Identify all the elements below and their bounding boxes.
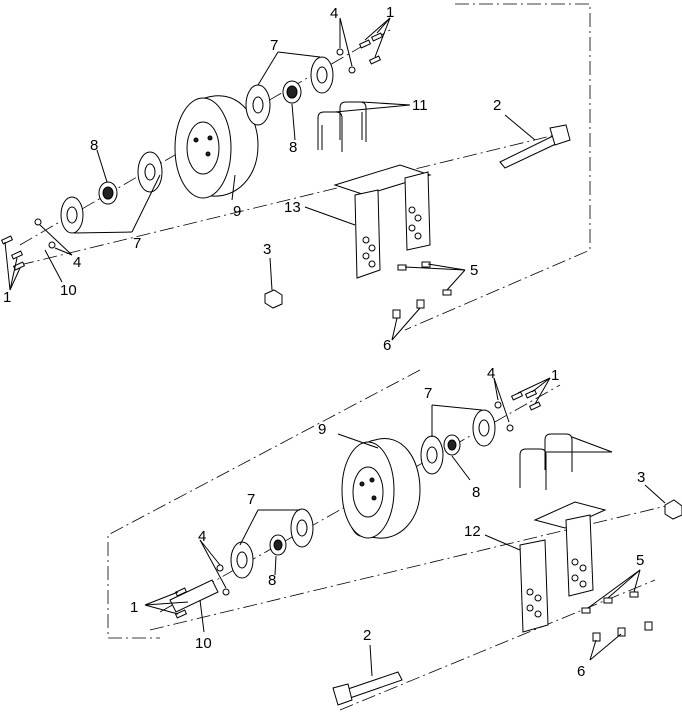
bottom-callout-7-right: 7	[424, 385, 432, 402]
top-callout-13: 13	[284, 199, 301, 216]
top-flange-left-inner	[137, 151, 163, 193]
bottom-callout-8-left: 8	[268, 572, 276, 589]
bottom-callout-5: 5	[636, 552, 644, 569]
bottom-flange-left-inner	[290, 508, 314, 548]
bottom-leader-lines	[144, 377, 666, 677]
bottom-fork-bracket	[519, 501, 607, 633]
top-bracket-fasteners	[392, 261, 452, 319]
top-bearing-right	[282, 80, 302, 104]
bottom-u-bolts	[519, 433, 573, 490]
top-boundary-line	[404, 3, 591, 331]
top-callout-5: 5	[470, 262, 478, 279]
top-flange-left-outer	[60, 196, 84, 234]
top-fasteners-left	[0, 218, 56, 271]
bottom-callout-8-right: 8	[472, 484, 480, 501]
bottom-boundary-line	[107, 369, 421, 639]
bottom-flange-right-inner	[420, 435, 444, 475]
bottom-lower-centerline	[339, 579, 656, 711]
top-callout-9: 9	[233, 203, 241, 220]
bottom-axle-spacer	[169, 579, 219, 613]
bottom-assembly: 4 1 7 9 8 3 7 12 4 5 8 1 2 10 6	[107, 365, 682, 711]
top-axle-bolt	[499, 124, 571, 169]
top-callout-6: 6	[383, 337, 391, 354]
bottom-axle-bolt	[332, 671, 403, 706]
top-callout-2: 2	[493, 97, 501, 114]
bottom-callout-10: 10	[195, 635, 212, 652]
top-leader-lines	[4, 17, 536, 341]
top-callout-11: 11	[412, 97, 428, 114]
bottom-flange-right-outer	[472, 409, 496, 447]
top-nut	[264, 289, 283, 309]
bottom-callout-3: 3	[637, 469, 645, 486]
bottom-callout-12: 12	[464, 523, 481, 540]
top-callout-4-right: 4	[330, 5, 338, 22]
bottom-fasteners-right	[494, 389, 542, 432]
top-fasteners-right	[336, 32, 384, 74]
top-callout-7-right: 7	[270, 37, 278, 54]
top-callout-1-right: 1	[386, 4, 394, 21]
bottom-nut	[664, 499, 682, 520]
bottom-callout-4-right: 4	[487, 365, 495, 382]
bottom-callout-9: 9	[318, 421, 326, 438]
top-fork-bracket	[333, 164, 432, 279]
top-callout-10: 10	[60, 282, 77, 299]
top-u-bolts	[317, 101, 367, 152]
top-axle-centerline	[19, 134, 556, 266]
bottom-bracket-fasteners	[581, 591, 653, 642]
bottom-callout-2: 2	[363, 627, 371, 644]
bottom-callout-4-left: 4	[198, 528, 206, 545]
top-assembly: 1 4 7 11 2 8 8 9 13 7 3 4 5 10 1 6	[0, 3, 591, 354]
top-wheel	[174, 95, 259, 199]
bottom-callout-7-left: 7	[247, 491, 255, 508]
bottom-flange-left-outer	[230, 541, 254, 579]
bottom-wheel	[341, 438, 421, 539]
top-flange-right-outer	[310, 56, 334, 94]
top-callout-8-left: 8	[90, 137, 98, 154]
top-callout-8-right: 8	[289, 139, 297, 156]
top-callout-3: 3	[263, 241, 271, 258]
bottom-bearing-left	[269, 534, 287, 556]
top-bearing-left	[98, 181, 118, 205]
bottom-callout-1-right: 1	[551, 367, 559, 384]
top-callout-1-left: 1	[3, 289, 11, 306]
top-callout-7-left: 7	[133, 235, 141, 252]
bottom-bearing-right	[443, 434, 461, 456]
bottom-callout-1-left: 1	[130, 599, 138, 616]
top-flange-right-inner	[245, 84, 271, 126]
top-callout-4-left: 4	[73, 254, 81, 271]
bottom-callout-6: 6	[577, 663, 585, 680]
